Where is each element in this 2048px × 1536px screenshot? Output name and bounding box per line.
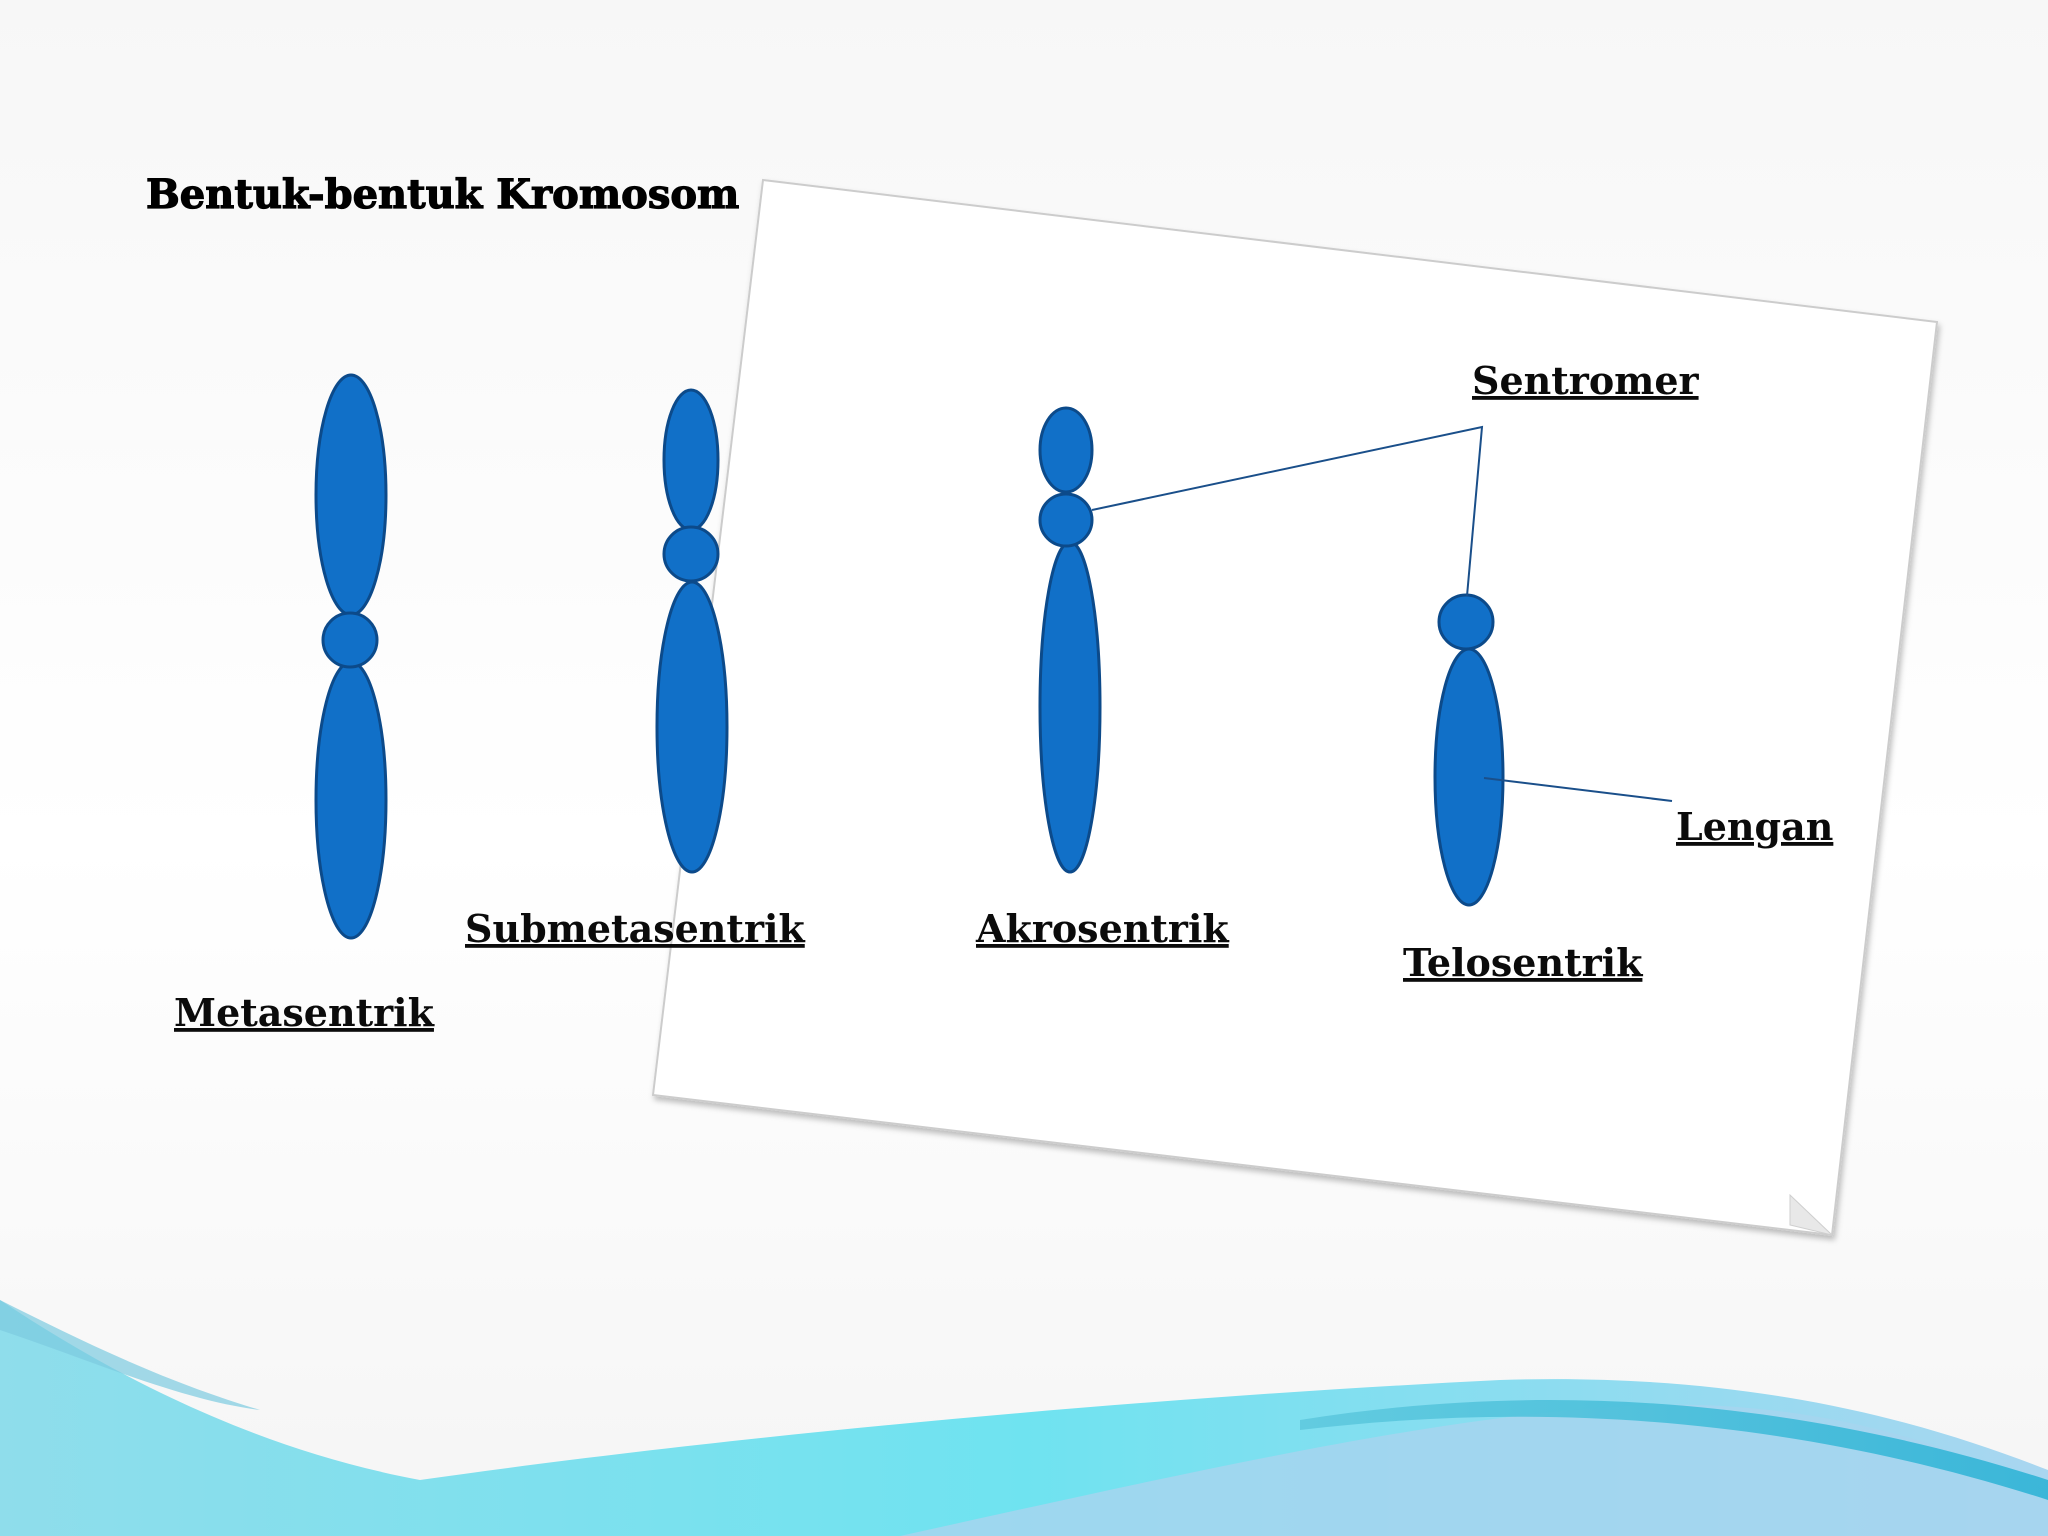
bottom-wave-decoration <box>0 1300 2048 1536</box>
chromosome-akrosentrik <box>1038 406 1102 874</box>
arm-lower <box>314 660 388 940</box>
label-lengan: Lengan <box>1676 804 1833 849</box>
centromere <box>321 611 379 669</box>
pointer-lines <box>1091 425 1673 802</box>
chromosome-telosentrik <box>1433 593 1505 907</box>
arm-upper <box>314 373 388 617</box>
label-submetasentrik: Submetasentrik <box>465 906 805 951</box>
label-telosentrik: Telosentrik <box>1403 940 1643 985</box>
arm-pointer-line <box>1483 777 1673 802</box>
centromere <box>1038 492 1094 548</box>
label-sentromer: Sentromer <box>1472 358 1700 403</box>
arm <box>1433 647 1505 907</box>
arm-upper <box>662 388 720 532</box>
paper-curl-corner <box>1789 1193 1834 1236</box>
slide-title: Bentuk-bentuk Kromosom <box>146 171 739 218</box>
chromosome-metasentrik <box>314 373 388 940</box>
label-akrosentrik: Akrosentrik <box>975 906 1229 951</box>
centromere <box>1437 593 1495 651</box>
paper-sheet <box>651 178 1939 1237</box>
label-metasentrik: Metasentrik <box>174 990 435 1035</box>
arm-upper <box>1038 406 1094 494</box>
arm-lower <box>655 580 729 874</box>
centromere <box>662 525 720 583</box>
arm-lower <box>1038 540 1102 874</box>
centromere-pointer-line <box>1091 425 1484 597</box>
chromosome-submetasentrik <box>655 388 729 874</box>
